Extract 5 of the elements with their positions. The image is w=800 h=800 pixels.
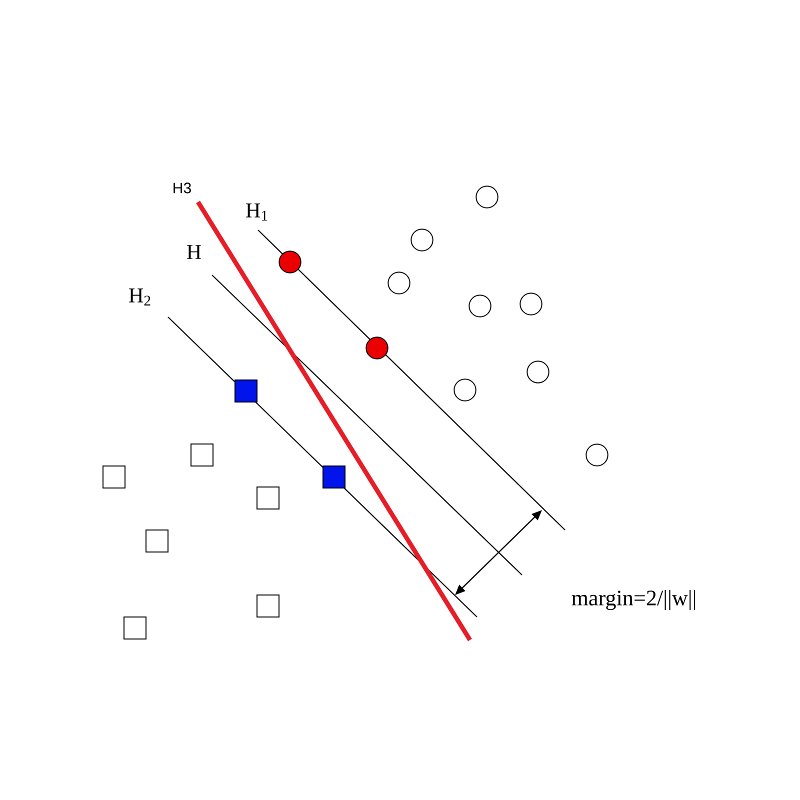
line-label: margin=2/||w|| — [572, 590, 696, 610]
line-label: H — [187, 245, 201, 259]
line-label: H3 — [174, 182, 191, 194]
line-label: H$_{1}$ — [246, 204, 268, 220]
line-label: H$_{2}$ — [129, 288, 150, 306]
